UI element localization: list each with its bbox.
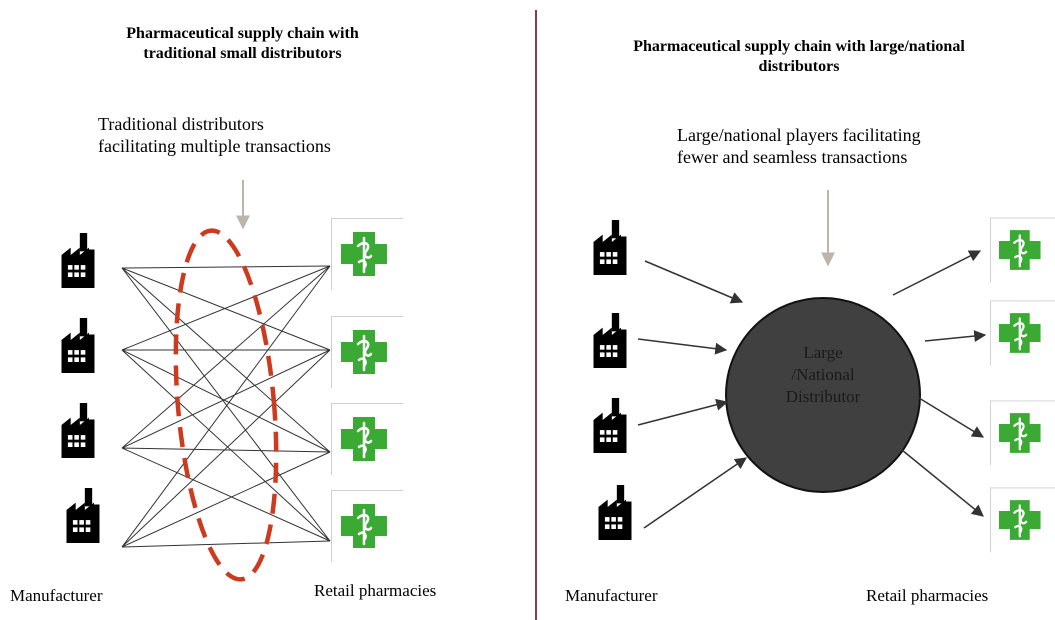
left-annotation: Traditional distributors facilitating mu…: [98, 113, 428, 157]
right-title: Pharmaceutical supply chain with large/n…: [574, 37, 1024, 77]
transaction-line: [121, 451, 331, 548]
pharmacy-cross-icon: [990, 399, 1055, 467]
left-title-line1: Pharmaceutical supply chain with: [126, 25, 359, 42]
factory-icon: [61, 403, 95, 458]
right-manufacturer-label: Manufacturer: [565, 586, 658, 605]
transaction-mesh: [121, 265, 331, 548]
pharmacy-cross-icon: [990, 216, 1055, 284]
inbound-arrow: [637, 338, 728, 355]
right-title-line2: distributors: [758, 58, 840, 75]
transaction-line: [121, 265, 331, 548]
outbound-arrow: [924, 330, 987, 343]
factory-icon: [61, 318, 95, 373]
factory-icon: [598, 485, 632, 540]
outbound-arrow: [918, 397, 985, 438]
transaction-line: [121, 265, 331, 449]
outbound-arrow: [901, 449, 984, 517]
pharmacy-cross-icon: [331, 316, 403, 388]
distributor-hub: [725, 297, 921, 493]
factory-icon: [593, 313, 627, 368]
transaction-line: [121, 349, 331, 542]
pharmacy-cross-icon: [331, 403, 403, 475]
factory-icon: [61, 233, 95, 288]
inbound-arrow: [644, 260, 744, 304]
right-flow-arrows: [637, 250, 987, 529]
factory-icon: [66, 488, 100, 543]
left-pharmacies: [331, 218, 403, 562]
transaction-line: [121, 540, 331, 548]
outbound-arrow: [892, 250, 982, 296]
hub-label-line3: Distributor: [785, 387, 861, 406]
left-title: Pharmaceutical supply chain with traditi…: [60, 24, 425, 64]
right-annotation-line1: Large/national players facilitating: [677, 125, 921, 145]
inbound-arrow: [637, 398, 729, 426]
pharmacy-cross-icon: [331, 490, 403, 562]
pharmacy-cross-icon: [331, 218, 403, 290]
pharmacy-cross-icon: [990, 299, 1055, 367]
right-pharmacies: [990, 216, 1055, 554]
left-pharmacy-label: Retail pharmacies: [314, 581, 437, 600]
transaction-line: [121, 267, 331, 351]
left-title-line2: traditional small distributors: [143, 45, 342, 62]
hub-label-line2: /National: [791, 365, 855, 384]
inbound-arrow: [643, 457, 747, 529]
left-manufacturer-label: Manufacturer: [10, 586, 103, 605]
transaction-line: [121, 265, 331, 351]
right-annotation-line2: fewer and seamless transactions: [677, 147, 908, 167]
factory-icon: [593, 220, 627, 275]
transaction-line: [121, 349, 331, 449]
right-title-line1: Pharmaceutical supply chain with large/n…: [633, 38, 965, 55]
left-annotation-line2: facilitating multiple transactions: [98, 136, 331, 156]
right-annotation: Large/national players facilitating fewe…: [677, 124, 1007, 168]
transaction-line: [121, 447, 331, 542]
factory-icon: [593, 398, 627, 453]
transaction-line: [121, 349, 331, 548]
hub-label: Large /National Distributor: [753, 342, 893, 408]
hub-label-line1: Large: [803, 343, 843, 362]
transaction-line: [121, 267, 331, 453]
pharmacy-cross-icon: [990, 486, 1055, 554]
right-manufacturers: [593, 220, 632, 540]
right-pharmacy-label: Retail pharmacies: [866, 586, 989, 605]
transaction-line: [121, 265, 331, 269]
distributor-ellipse: [173, 228, 279, 582]
transaction-line: [121, 349, 331, 453]
left-annotation-line1: Traditional distributors: [98, 114, 264, 134]
transaction-line: [121, 447, 331, 453]
left-manufacturers: [61, 233, 100, 543]
transaction-line: [121, 267, 331, 542]
